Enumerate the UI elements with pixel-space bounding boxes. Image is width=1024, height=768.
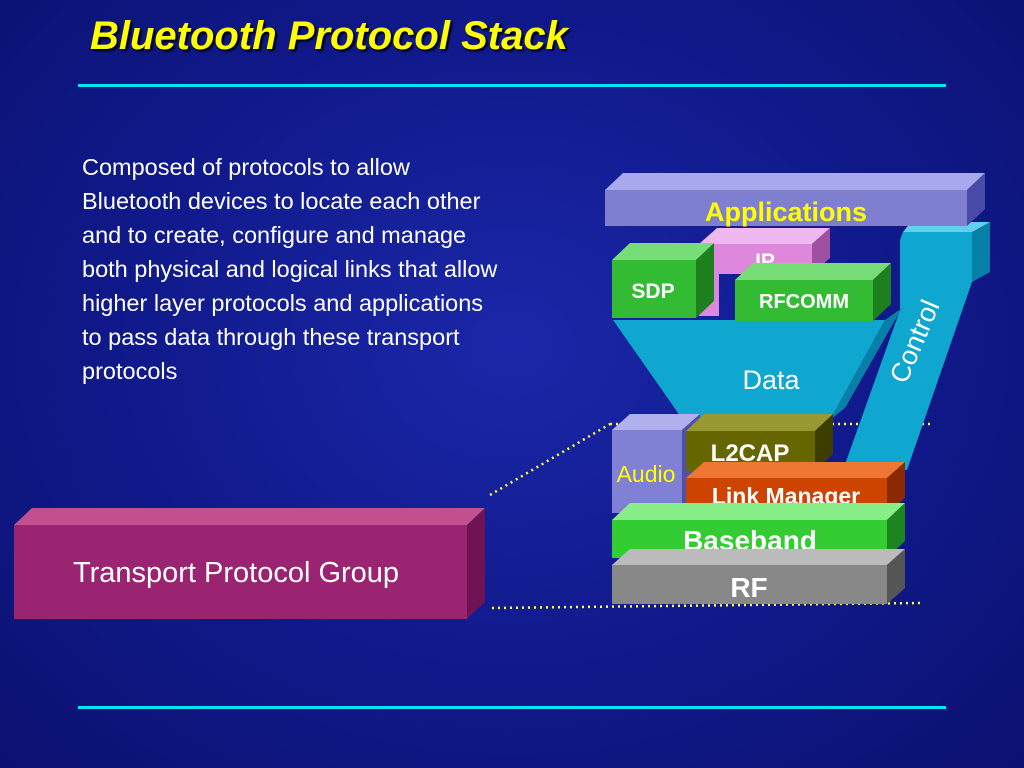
- top-divider: [78, 84, 946, 87]
- data-label: Data: [742, 365, 800, 395]
- rfcomm-label: RFCOMM: [759, 291, 849, 313]
- applications-label: Applications: [705, 197, 867, 227]
- slide-title: Bluetooth Protocol Stack: [90, 14, 568, 58]
- rfcomm-block: [735, 263, 891, 321]
- rf-label: RF: [730, 572, 767, 603]
- bottom-divider: [78, 706, 946, 709]
- description-text: Composed of protocols to allow Bluetooth…: [82, 154, 498, 384]
- rf-block: [612, 549, 905, 604]
- transport-group-label: Transport Protocol Group: [73, 557, 399, 589]
- transport-protocol-group-box: [14, 508, 485, 619]
- sdp-label: SDP: [631, 280, 674, 303]
- sdp-block: [612, 243, 714, 318]
- applications-layer: [605, 173, 985, 226]
- data-funnel: [613, 308, 902, 420]
- audio-label: Audio: [617, 461, 676, 487]
- control-bar: [843, 222, 990, 470]
